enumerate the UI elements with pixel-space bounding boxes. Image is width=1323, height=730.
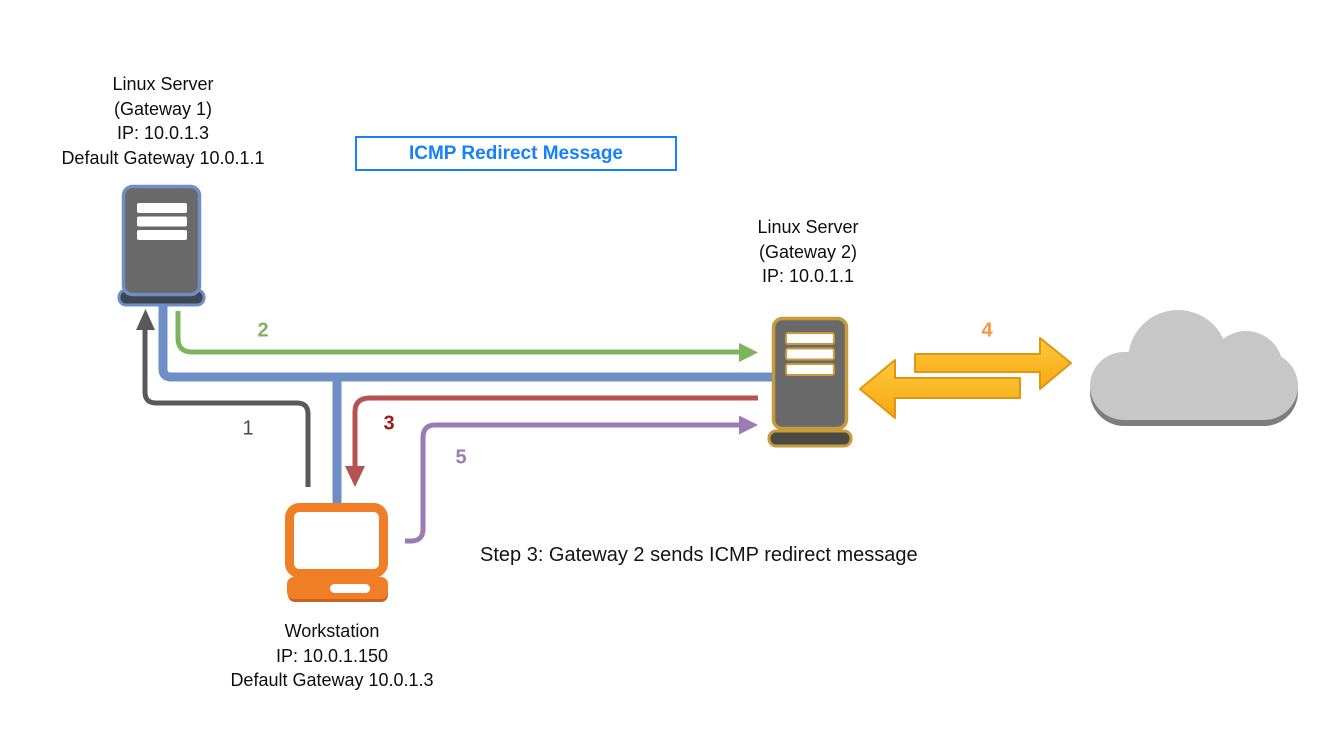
workstation-icon <box>285 503 388 602</box>
gateway2-ip: IP: 10.0.1.1 <box>761 266 855 286</box>
workstation-label: Workstation IP: 10.0.1.150 Default Gatew… <box>202 619 462 693</box>
arrow-step3-line <box>352 395 758 466</box>
gateway1-ip: IP: 10.0.1.3 <box>116 123 210 143</box>
gateway1-label: Linux Server (Gateway 1) IP: 10.0.1.3 De… <box>33 72 293 170</box>
bidirectional-arrow-icon <box>859 337 1072 419</box>
gateway1-title: Linux Server <box>112 74 214 94</box>
workstation-title: Workstation <box>284 621 380 641</box>
arrow-step2-line <box>175 311 739 355</box>
flow-label-5: 5 <box>455 446 467 469</box>
arrow-step3-head <box>345 466 365 487</box>
backbone-link-line <box>158 303 773 382</box>
server-icon-gateway1 <box>117 184 206 307</box>
workstation-default-gateway: Default Gateway 10.0.1.3 <box>230 670 434 690</box>
arrow-step1-line <box>142 328 311 487</box>
icmp-redirect-title-box: ICMP Redirect Message <box>355 136 677 171</box>
gateway2-label: Linux Server (Gateway 2) IP: 10.0.1.1 <box>708 215 908 289</box>
step-caption: Step 3: Gateway 2 sends ICMP redirect me… <box>480 544 918 566</box>
gateway1-subtitle: (Gateway 1) <box>113 98 213 119</box>
server-icon-gateway2 <box>767 316 853 448</box>
gateway2-subtitle: (Gateway 2) <box>758 241 858 262</box>
flow-label-1: 1 <box>242 417 254 440</box>
flow-label-3: 3 <box>383 412 395 435</box>
arrow-step2-head <box>739 343 758 362</box>
gateway2-title: Linux Server <box>757 217 859 237</box>
workstation-ip: IP: 10.0.1.150 <box>275 645 389 666</box>
arrow-step5-head <box>739 415 758 435</box>
arrow-step5-line <box>405 422 739 544</box>
arrow-step1-head <box>136 309 155 330</box>
cloud-icon <box>1090 310 1298 426</box>
flow-label-2: 2 <box>257 319 269 342</box>
flow-label-4: 4 <box>981 319 993 342</box>
gateway1-default-gateway: Default Gateway 10.0.1.1 <box>61 147 265 168</box>
icmp-redirect-title: ICMP Redirect Message <box>408 142 623 164</box>
